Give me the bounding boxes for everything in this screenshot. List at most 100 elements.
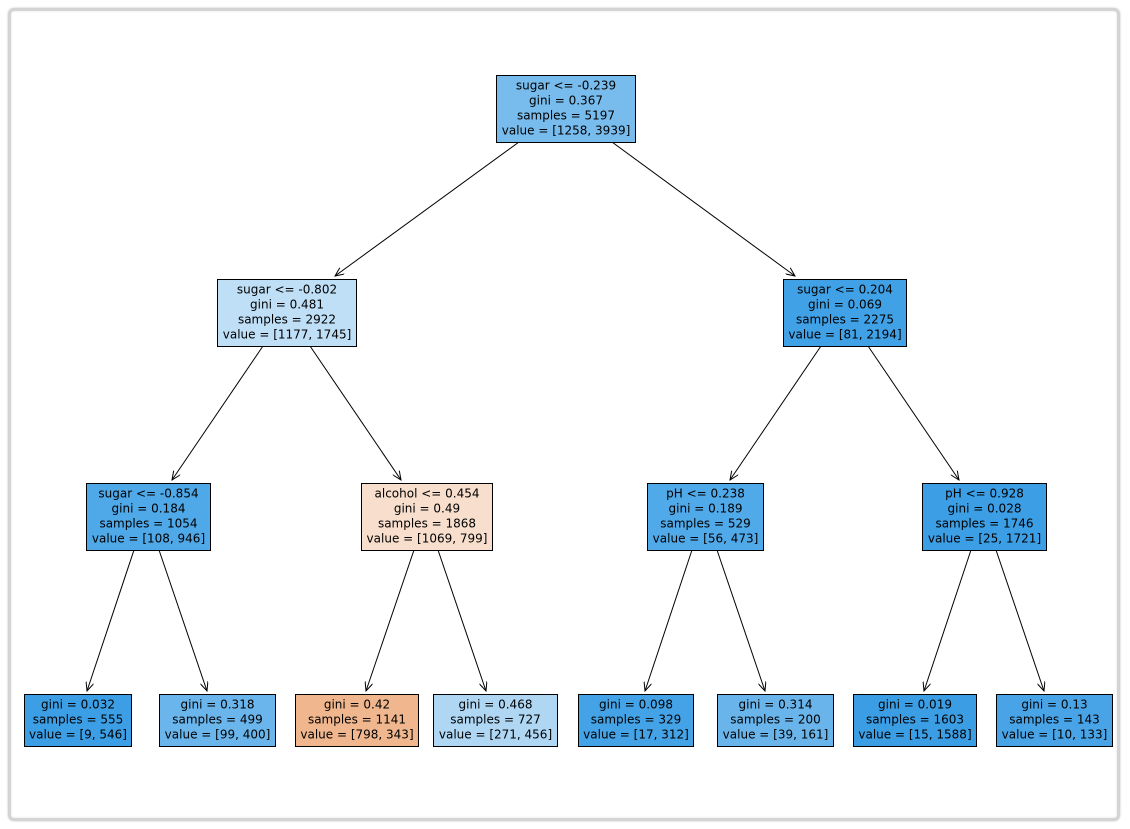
tree-node-line: gini = 0.468 xyxy=(459,698,533,712)
tree-node-line: gini = 0.481 xyxy=(250,298,324,312)
tree-node-line: pH <= 0.928 xyxy=(945,487,1024,501)
tree-node-line: samples = 2275 xyxy=(796,313,894,327)
tree-node-line: gini = 0.49 xyxy=(394,502,460,516)
tree-node-box xyxy=(295,694,419,747)
tree-edge-n4-n10 xyxy=(437,549,486,691)
tree-node-line: samples = 2922 xyxy=(238,313,336,327)
tree-node-line: samples = 529 xyxy=(660,517,750,531)
tree-node-line: gini = 0.189 xyxy=(669,502,743,516)
tree-node-line: gini = 0.13 xyxy=(1021,698,1087,712)
tree-node-line: gini = 0.367 xyxy=(529,94,603,108)
tree-node-line: samples = 727 xyxy=(450,713,540,727)
tree-edge-n2-n5 xyxy=(730,345,822,480)
tree-node-line: gini = 0.314 xyxy=(739,698,813,712)
tree-node-line: value = [81, 2194] xyxy=(788,328,901,342)
tree-node-line: value = [1069, 799] xyxy=(367,532,488,546)
figure-frame xyxy=(8,8,1120,821)
tree-edge-n1-n3 xyxy=(172,345,264,480)
tree-node-box xyxy=(433,694,558,747)
tree-node-box xyxy=(159,694,276,747)
tree-node-line: samples = 1746 xyxy=(935,517,1033,531)
tree-node-line: value = [39, 161] xyxy=(723,728,829,742)
tree-edge-n4-n9 xyxy=(366,549,415,691)
tree-edge-n6-n14 xyxy=(995,549,1044,691)
tree-node-box xyxy=(217,279,357,347)
tree-node-box xyxy=(996,694,1113,747)
tree-node-line: sugar <= -0.802 xyxy=(237,283,337,297)
tree-node-line: alcohol <= 0.454 xyxy=(375,487,480,501)
tree-node-box xyxy=(578,694,694,747)
tree-node-box xyxy=(86,483,211,551)
tree-node-box xyxy=(496,75,636,143)
tree-edge-n6-n13 xyxy=(924,549,972,691)
edges-layer xyxy=(87,141,1044,691)
tree-node-line: sugar <= -0.854 xyxy=(98,487,198,501)
tree-edge-n2-n6 xyxy=(867,345,959,480)
tree-edge-n5-n12 xyxy=(716,549,765,691)
tree-node-line: value = [99, 400] xyxy=(165,728,271,742)
tree-node-line: samples = 1141 xyxy=(308,713,406,727)
tree-node-box xyxy=(24,694,132,747)
tree-node-line: value = [17, 312] xyxy=(583,728,689,742)
tree-node-box xyxy=(717,694,834,747)
tree-node-line: value = [25, 1721] xyxy=(928,532,1041,546)
tree-node-line: gini = 0.069 xyxy=(808,298,882,312)
tree-node-line: value = [56, 473] xyxy=(653,532,759,546)
tree-node-line: value = [1258, 3939] xyxy=(502,124,631,138)
tree-node-line: value = [1177, 1745] xyxy=(223,328,352,342)
tree-node-line: samples = 143 xyxy=(1009,713,1099,727)
tree-edge-n0-n2 xyxy=(611,141,795,276)
tree-node-line: gini = 0.019 xyxy=(878,698,952,712)
tree-node-line: gini = 0.184 xyxy=(112,502,186,516)
tree-node-line: samples = 1868 xyxy=(378,517,476,531)
tree-node-line: gini = 0.032 xyxy=(41,698,115,712)
tree-node-line: value = [108, 946] xyxy=(92,532,205,546)
tree-node-box xyxy=(783,279,907,347)
tree-node-line: value = [10, 133] xyxy=(1002,728,1108,742)
tree-node-line: samples = 1603 xyxy=(866,713,964,727)
tree-edge-n0-n1 xyxy=(335,141,520,276)
tree-node-line: samples = 329 xyxy=(591,713,681,727)
tree-node-line: gini = 0.098 xyxy=(599,698,673,712)
tree-node-line: value = [271, 456] xyxy=(439,728,552,742)
tree-node-line: value = [15, 1588] xyxy=(858,728,971,742)
tree-node-box xyxy=(853,694,977,747)
tree-node-line: samples = 555 xyxy=(33,713,123,727)
tree-node-line: samples = 5197 xyxy=(517,109,615,123)
tree-node-line: gini = 0.318 xyxy=(181,698,255,712)
tree-node-box xyxy=(647,483,764,551)
tree-edge-n3-n7 xyxy=(87,549,135,691)
tree-node-line: value = [9, 546] xyxy=(29,728,127,742)
tree-node-line: samples = 499 xyxy=(172,713,262,727)
tree-node-line: gini = 0.028 xyxy=(948,502,1022,516)
tree-node-line: value = [798, 343] xyxy=(300,728,413,742)
tree-edge-n3-n8 xyxy=(158,549,207,691)
tree-node-box xyxy=(922,483,1047,551)
tree-edge-n5-n11 xyxy=(645,549,693,691)
tree-node-line: gini = 0.42 xyxy=(324,698,390,712)
tree-node-line: samples = 200 xyxy=(730,713,820,727)
tree-node-line: samples = 1054 xyxy=(99,517,197,531)
tree-edge-n1-n4 xyxy=(309,345,401,480)
tree-node-box xyxy=(361,483,493,551)
tree-node-line: sugar <= -0.239 xyxy=(516,79,616,93)
tree-node-line: pH <= 0.238 xyxy=(666,487,745,501)
tree-node-line: sugar <= 0.204 xyxy=(797,283,893,297)
